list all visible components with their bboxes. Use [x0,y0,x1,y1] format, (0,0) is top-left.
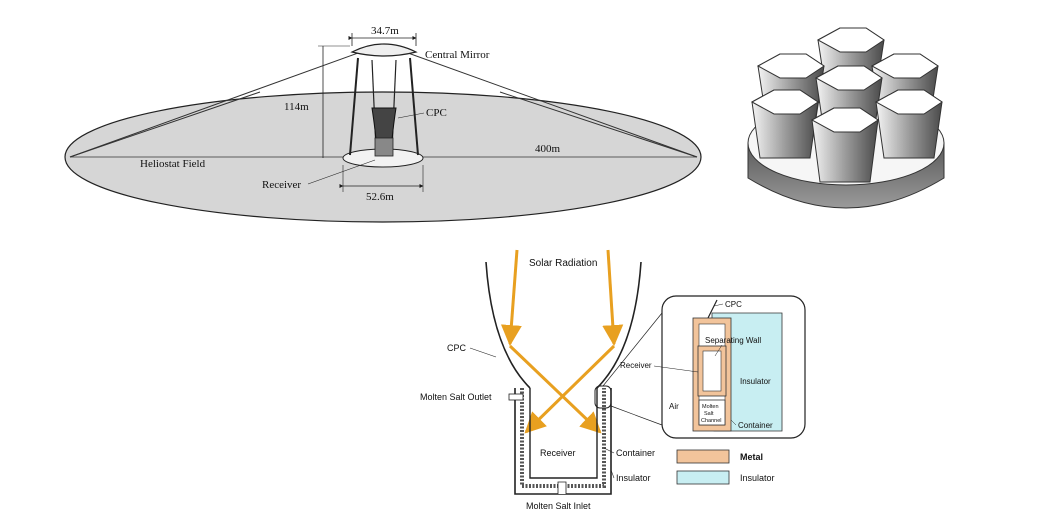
container-wall [520,388,606,488]
solar-ray [524,344,616,434]
ray-line [499,91,698,158]
legend-swatch-metal [676,449,730,464]
hex-cell [750,89,819,159]
label-cpc-top: CPC [426,107,447,119]
label-inlet: Molten Salt Inlet [526,501,591,511]
ray-line [69,91,261,158]
inset-salt-channel [698,399,726,426]
receiver-cross-section: Solar Radiation CPC Molten Salt Outlet R… [420,249,663,511]
label-radius: 400m [535,143,561,155]
solar-ray [508,344,602,434]
cpc-shape [371,107,397,141]
label-receiver-bottom: Receiver [540,448,576,458]
hex-cell [874,89,943,159]
label-inset-receiver: Receiver [620,361,652,370]
hex-cell [810,107,879,183]
legend-swatch-insulator [676,470,730,485]
label-separating-wall: Separating Wall [705,336,761,345]
hexagonal-cpc-cluster [747,27,945,209]
cpc-right-wall [596,261,642,389]
cpc-left-wall [485,261,531,389]
heliostat-field-diagram: 34.7m Central Mirror 114m CPC Heliostat … [64,25,702,223]
ray-line [69,43,384,158]
label-receiver-top: Receiver [262,179,301,191]
tower-leg [349,57,359,156]
label-width-top: 34.7m [371,25,399,37]
label-container: Container [616,448,655,458]
label-outlet: Molten Salt Outlet [420,392,492,402]
solar-ray [602,249,624,347]
label-width-bottom: 52.6m [366,191,394,203]
label-channel-2: Salt [704,411,714,417]
label-heliostat-field: Heliostat Field [140,158,206,170]
legend: Metal Insulator [676,449,775,485]
label-channel-3: Channel [701,418,722,424]
central-mirror [350,43,418,57]
label-central-mirror: Central Mirror [425,49,490,61]
label-cpc-bottom: CPC [447,343,467,353]
label-inset-cpc: CPC [725,300,742,309]
label-solar-radiation: Solar Radiation [529,258,597,269]
label-inset-insulator: Insulator [740,377,771,386]
legend-label-metal: Metal [740,452,763,462]
label-insulator: Insulator [616,473,651,483]
solar-ray [500,249,522,347]
receiver-wall [529,388,598,479]
legend-label-insulator: Insulator [740,473,775,483]
label-channel-1: Molten [702,404,719,410]
inlet-pipe [557,481,567,494]
tower-leg [409,57,419,156]
outlet-pipe [508,393,524,401]
label-inset-container: Container [738,421,773,430]
ray-line [382,43,698,158]
receiver-tower [374,137,394,157]
detail-inset: CPC Molten Salt Channel Separating Wall … [620,295,806,439]
label-height: 114m [284,101,309,113]
label-air: Air [669,402,679,411]
